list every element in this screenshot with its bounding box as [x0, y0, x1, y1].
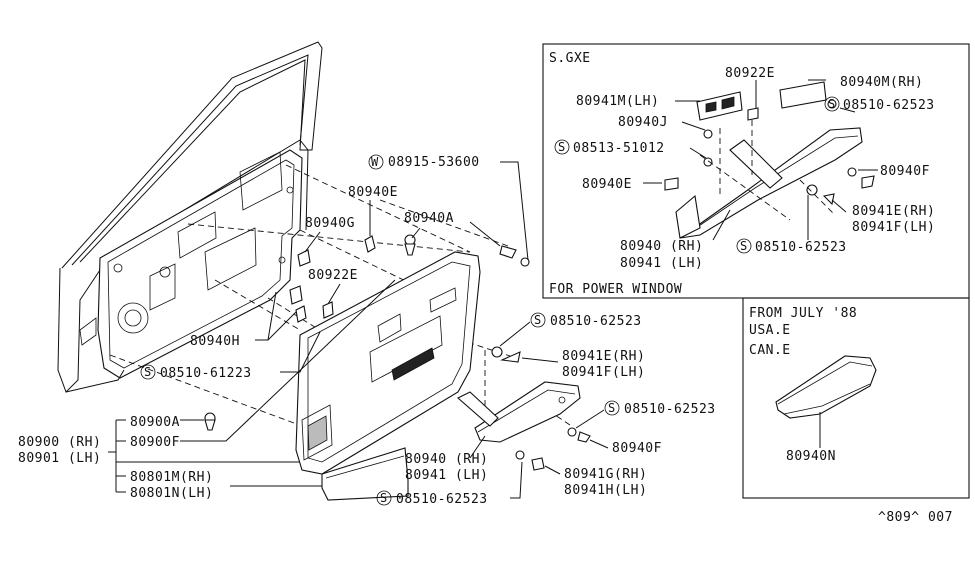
inset-caption: FOR POWER WINDOW [549, 282, 682, 297]
label-08510-inset-a: 08510-62523 [843, 98, 935, 113]
label-80940rh: 80940 (RH) [405, 452, 488, 467]
label-80941E-inset: 80941E(RH) [852, 204, 935, 219]
door-shell [57, 41, 323, 393]
label-08513: 08513-51012 [573, 141, 665, 156]
label-08510-bot: 08510-62523 [396, 492, 488, 507]
s-symbol: S [534, 313, 541, 327]
label-80940M: 80940M(RH) [840, 75, 923, 90]
label-80900F: 80900F [130, 435, 180, 450]
label-80940F-inset: 80940F [880, 164, 930, 179]
footer-code: ^809^ 007 [878, 510, 953, 525]
label-80801N: 80801N(LH) [130, 486, 213, 501]
w-symbol: W [371, 155, 379, 169]
inset2-line1: FROM JULY '88 [749, 306, 857, 321]
s-symbol: S [740, 239, 747, 253]
inset2-line2: USA.E [749, 323, 791, 338]
label-80941lh: 80941 (LH) [405, 468, 488, 483]
label-80941lh-inset: 80941 (LH) [620, 256, 703, 271]
label-80900rh: 80900 (RH) [18, 435, 101, 450]
label-80901lh: 80901 (LH) [18, 451, 101, 466]
inset2-line3: CAN.E [749, 343, 791, 358]
label-80941M: 80941M(LH) [576, 94, 659, 109]
label-80940E: 80940E [348, 185, 398, 200]
fasteners [204, 234, 591, 471]
label-80940rh-inset: 80940 (RH) [620, 239, 703, 254]
label-80801M: 80801M(RH) [130, 470, 213, 485]
label-80900A: 80900A [130, 415, 180, 430]
main-labels: W 08915-53600 80940E 80940G 80940A 80922… [18, 154, 716, 507]
label-80941E: 80941E(RH) [562, 349, 645, 364]
label-08915: 08915-53600 [388, 155, 480, 170]
inset-power-window: S.GXE FOR POWER WINDOW [542, 43, 970, 299]
label-80941F-inset: 80941F(LH) [852, 220, 935, 235]
label-80940N: 80940N [786, 449, 836, 464]
label-80940J: 80940J [618, 115, 668, 130]
label-80922E: 80922E [308, 268, 358, 283]
label-08510-inset-b: 08510-62523 [755, 240, 847, 255]
label-80922E-inset: 80922E [725, 66, 775, 81]
s-symbol: S [380, 491, 387, 505]
s-symbol: S [144, 365, 151, 379]
label-80941G: 80941G(RH) [564, 467, 647, 482]
label-08510-top: 08510-62523 [550, 314, 642, 329]
label-80940A-top: 80940A [404, 211, 454, 226]
s-symbol: S [608, 401, 615, 415]
label-80940F: 80940F [612, 441, 662, 456]
s-symbol: S [828, 97, 835, 111]
label-08510-mid: 08510-62523 [624, 402, 716, 417]
label-80941H: 80941H(LH) [564, 483, 647, 498]
inset-title: S.GXE [549, 51, 591, 66]
label-80940E-inset: 80940E [582, 177, 632, 192]
s-symbol: S [558, 140, 565, 154]
label-80940G: 80940G [305, 216, 355, 231]
label-80940H: 80940H [190, 334, 240, 349]
door-trim-panel [295, 251, 481, 501]
inset-july-88: FROM JULY '88 USA.E CAN.E 80940N [742, 297, 970, 499]
label-80941F: 80941F(LH) [562, 365, 645, 380]
label-08510-61223: 08510-61223 [160, 366, 252, 381]
armrest-main [457, 381, 581, 443]
